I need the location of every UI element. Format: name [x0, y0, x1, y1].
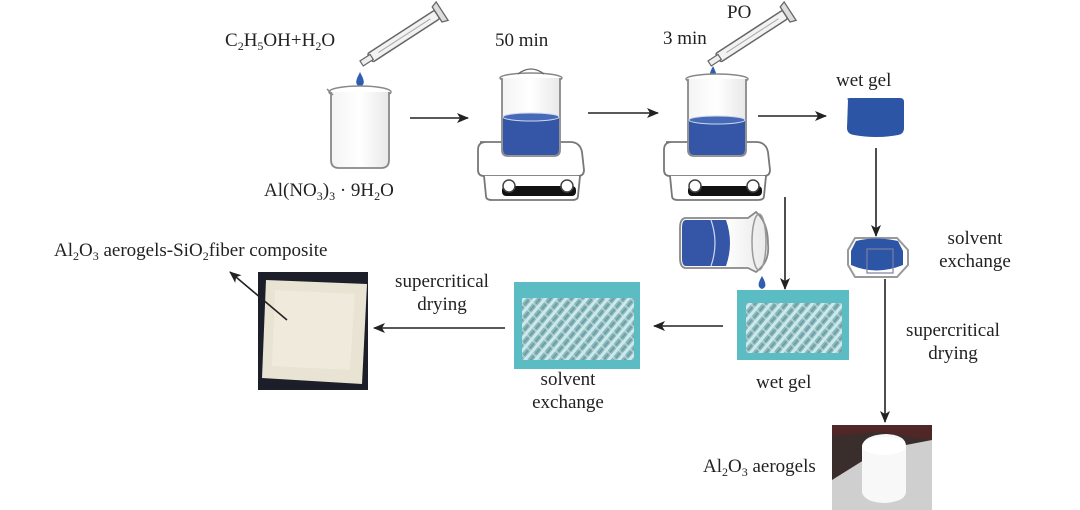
drop-icon-1: [356, 72, 364, 87]
wet-gel-top-label: wet gel: [836, 70, 892, 91]
beaker-1: [326, 85, 392, 169]
wet-gel-block: [847, 98, 904, 137]
pipette-2: [707, 0, 798, 67]
aerogel-label: Al2O3 aerogels: [703, 456, 816, 479]
composite-pointer-arrow: [229, 271, 288, 321]
po-label: PO: [727, 2, 752, 23]
reagent-label: C2H5OH+H2O: [225, 30, 336, 53]
wet-gel-fiber-mat: [737, 290, 849, 360]
pouring-beaker: [679, 210, 770, 274]
beaker-2: [499, 68, 563, 157]
solvent-exchange-right-label: solvent exchange: [939, 228, 1011, 272]
drop-icon-3: [758, 276, 766, 289]
solvent-exchanged-fiber-mat: [514, 282, 640, 369]
supercritical-right-label: supercritical drying: [906, 320, 1000, 364]
wet-gel-bottom-label: wet gel: [756, 372, 812, 393]
stir-time-3-label: 3 min: [663, 28, 707, 49]
supercritical-left-label: supercritical drying: [395, 271, 489, 315]
solvent-exchange-bottom-label: solvent exchange: [532, 369, 604, 413]
solvent-exchange-container: [847, 237, 909, 278]
composite-photo: [258, 272, 368, 390]
pipette-1: [359, 0, 450, 67]
stir-time-50-label: 50 min: [495, 30, 549, 51]
composite-label: Al2O3 aerogels-SiO2fiber composite: [54, 240, 328, 263]
beaker-3: [685, 73, 749, 157]
aerogel-photo: [832, 425, 932, 510]
precursor-label: Al(NO3)3 · 9H2O: [264, 180, 394, 203]
